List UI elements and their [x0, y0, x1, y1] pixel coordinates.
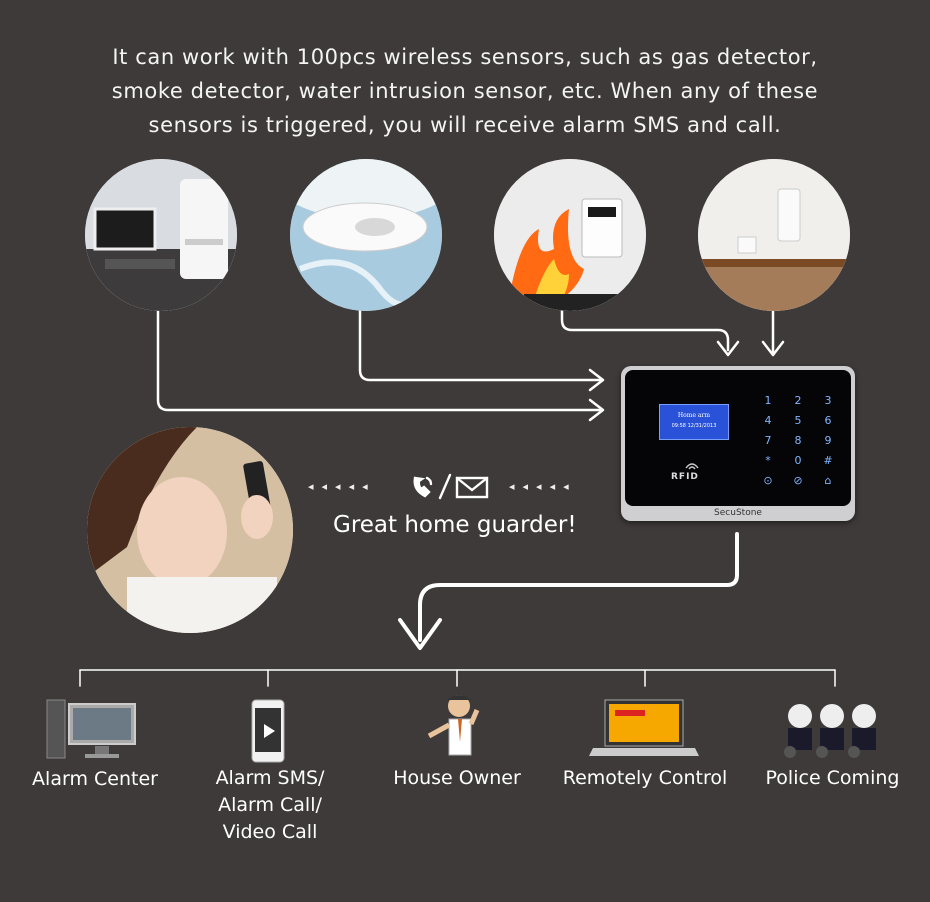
gas-arrow-head: [716, 340, 740, 357]
key-1[interactable]: 1: [764, 394, 772, 407]
panel-output-connector: [418, 532, 739, 642]
key-2[interactable]: 2: [794, 394, 802, 407]
key-lock-icon[interactable]: ⊙: [763, 474, 773, 487]
water-arrow-head: [761, 340, 785, 357]
house-owner-label: House Owner: [393, 767, 521, 789]
smoke-sensor-connector: [358, 288, 602, 382]
key-5[interactable]: 5: [794, 414, 802, 427]
key-7[interactable]: 7: [764, 434, 772, 447]
headline-line-1: It can work with 100pcs wireless sensors…: [112, 45, 818, 69]
panel-face: Home arm 09:58 12/31/2013 RFID 1 2 3 4 5…: [625, 370, 851, 506]
right-signal-dots: ◂◂◂◂◂: [509, 480, 577, 493]
alarm-sms-line-3: Video Call: [222, 821, 318, 843]
alarm-sms-line-1: Alarm SMS/: [215, 767, 325, 789]
key-star[interactable]: *: [765, 454, 771, 467]
headline: It can work with 100pcs wireless sensors…: [0, 40, 930, 142]
distribution-ticks: [79, 669, 836, 687]
rfid-wireless-icon: [683, 458, 701, 472]
house-owner-icon: [425, 692, 489, 764]
smoke-arrow-head: [588, 368, 605, 392]
water-sensor-photo: [698, 159, 850, 311]
police-coming-label: Police Coming: [765, 767, 900, 789]
alarm-control-panel[interactable]: Home arm 09:58 12/31/2013 RFID 1 2 3 4 5…: [621, 366, 855, 521]
key-4[interactable]: 4: [764, 414, 772, 427]
motion-sensor-photo: [85, 159, 237, 311]
keypad[interactable]: 1 2 3 4 5 6 7 8 9 * 0 # ⊙ ⊘ ⌂: [753, 394, 843, 498]
phone-icon: [413, 476, 431, 498]
alarm-sms-label: Alarm SMS/ Alarm Call/ Video Call: [190, 765, 350, 846]
key-6[interactable]: 6: [824, 414, 832, 427]
smartphone-video-icon: [250, 698, 286, 768]
key-3[interactable]: 3: [824, 394, 832, 407]
headline-line-2: smoke detector, water intrusion sensor, …: [111, 79, 819, 103]
alarm-sms-line-2: Alarm Call/: [218, 794, 322, 816]
motion-arrow-head: [588, 398, 605, 422]
lcd-time: 09:58 12/31/2013: [671, 423, 717, 429]
key-home-icon[interactable]: ⌂: [824, 474, 832, 487]
key-8[interactable]: 8: [794, 434, 802, 447]
headline-line-3: sensors is triggered, you will receive a…: [148, 113, 782, 137]
left-signal-dots: ◂◂◂◂◂: [308, 480, 376, 493]
smoke-detector-photo: [290, 159, 442, 311]
key-9[interactable]: 9: [824, 434, 832, 447]
laptop-icon: [589, 698, 701, 762]
gas-sensor-connector: [560, 303, 730, 352]
gas-detector-photo: [494, 159, 646, 311]
key-0[interactable]: 0: [794, 454, 802, 467]
panel-lcd-screen: Home arm 09:58 12/31/2013: [659, 404, 729, 440]
remotely-control-label: Remotely Control: [562, 767, 728, 789]
call-message-icons: [409, 470, 493, 502]
alarm-center-label: Alarm Center: [32, 768, 158, 790]
envelope-icon: [455, 476, 489, 499]
woman-on-phone-photo: [87, 427, 293, 633]
motion-sensor-connector: [156, 288, 602, 412]
tagline: Great home guarder!: [333, 512, 577, 538]
panel-brand: SecuStone: [714, 508, 762, 518]
key-unlock-icon[interactable]: ⊘: [793, 474, 803, 487]
rfid-label: RFID: [671, 472, 699, 482]
key-hash[interactable]: #: [823, 454, 833, 467]
police-motorcycle-icon: [778, 702, 882, 762]
separator-slash: [438, 473, 452, 500]
lcd-title: Home arm: [677, 412, 711, 419]
computer-monitor-icon: [45, 698, 141, 764]
output-arrow-head: [398, 618, 442, 650]
